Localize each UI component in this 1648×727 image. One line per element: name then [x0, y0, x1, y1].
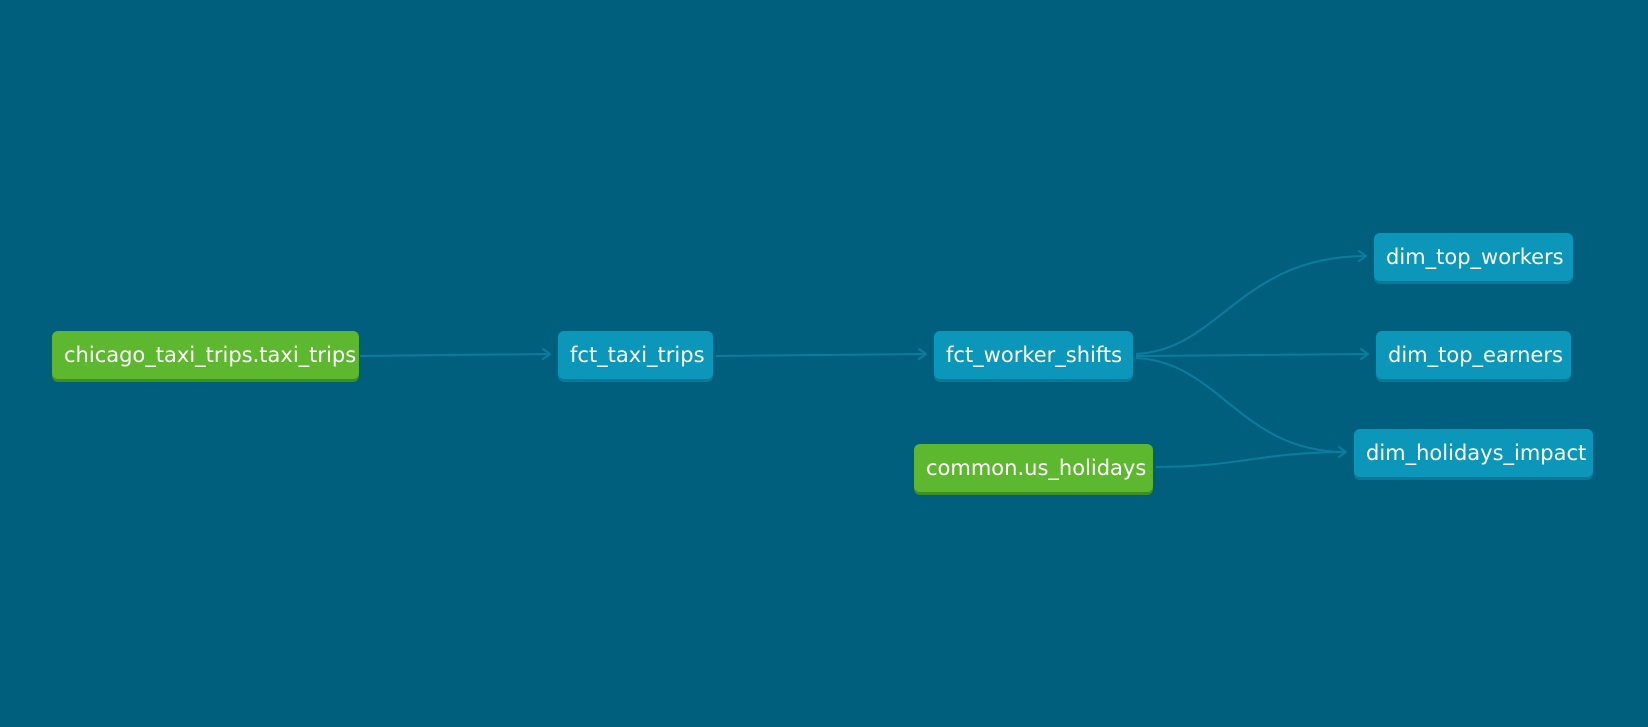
edge-fct-worker-shifts-to-dim-top-earners — [1135, 353, 1369, 357]
node-common-us-holidays[interactable]: common.us_holidays — [914, 444, 1153, 492]
node-fct-taxi-trips[interactable]: fct_taxi_trips — [558, 331, 713, 379]
edge-fct-worker-shifts-to-dim-holidays-impact — [1135, 357, 1347, 453]
node-chicago-taxi-trips[interactable]: chicago_taxi_trips.taxi_trips — [52, 331, 359, 379]
edge-fct-taxi-trips-to-fct-worker-shifts — [715, 353, 927, 357]
edge-arrowhead — [918, 348, 927, 360]
node-dim-top-earners[interactable]: dim_top_earners — [1376, 331, 1571, 379]
edge-arrowhead — [542, 348, 551, 360]
node-fct-worker-shifts[interactable]: fct_worker_shifts — [934, 331, 1133, 379]
edge-fct-worker-shifts-to-dim-top-workers — [1135, 255, 1367, 355]
node-dim-top-workers[interactable]: dim_top_workers — [1374, 233, 1573, 281]
edge-chicago-taxi-trips-to-fct-taxi-trips — [359, 353, 551, 357]
node-dim-holidays-impact[interactable]: dim_holidays_impact — [1354, 429, 1593, 477]
edge-common-us-holidays-to-dim-holidays-impact — [1155, 451, 1347, 468]
edge-arrowhead — [1360, 348, 1369, 360]
edge-arrowhead — [1338, 446, 1347, 458]
edge-arrowhead — [1358, 250, 1367, 262]
